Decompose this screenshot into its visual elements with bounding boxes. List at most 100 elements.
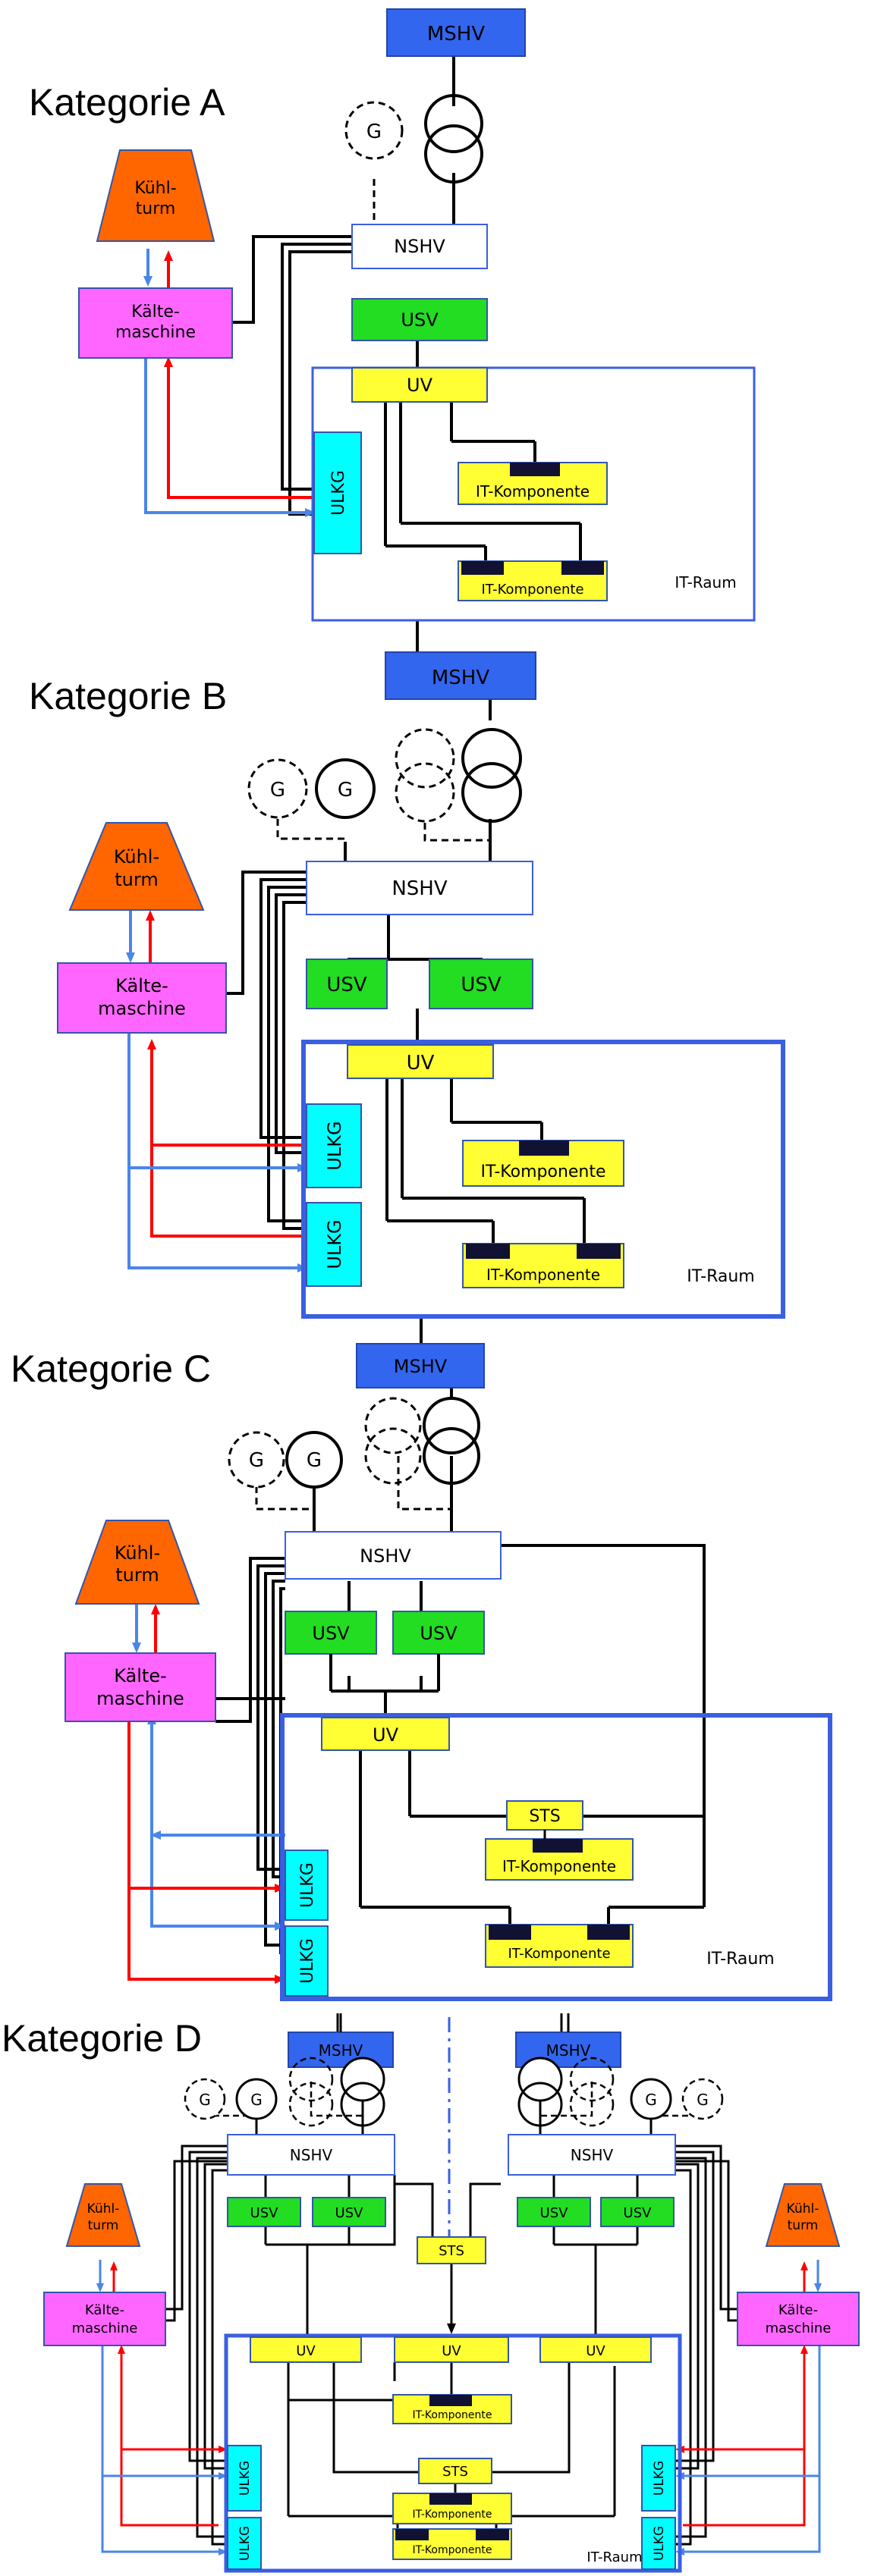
c-generator-icon	[285, 1431, 343, 1489]
d-uv-label-left: UV	[296, 2343, 316, 2359]
d-it-komponente-3-block-2	[476, 2529, 509, 2540]
a-nshv-box	[351, 224, 488, 269]
a-transformer-icon	[424, 94, 483, 153]
a-it-komponente-1-label: IT-Komponente	[476, 482, 590, 500]
b-uv-box	[347, 1044, 494, 1079]
a-it-raum	[311, 366, 756, 622]
a-ulkg-label: ULKG	[329, 470, 348, 516]
b-generator-icon	[315, 758, 376, 819]
d-uv-box-center	[394, 2336, 509, 2363]
c-ulkg-1	[285, 1850, 329, 1921]
d-generator-redundant-icon-left	[184, 2078, 226, 2120]
d-transformer-redundant-icon-right	[569, 2057, 615, 2102]
b-generator-redundant-label: G	[270, 779, 285, 802]
b-dashed-links	[276, 819, 490, 842]
a-it-komponente-2-block-2	[561, 561, 604, 575]
c-it-komponente-2-block-1	[489, 1925, 531, 1940]
b-ulkg-1	[306, 1103, 362, 1188]
a-kaeltemaschine-label-1: Kälte-	[131, 303, 180, 322]
c-it-komponente-2-block-2	[587, 1925, 630, 1940]
kategorie-c-title: Kategorie C	[11, 1348, 211, 1390]
c-kuehlturm-label-1: Kühl-	[115, 1542, 160, 1564]
b-it-komponente-1-label: IT-Komponente	[480, 1162, 605, 1181]
b-ulkg-2-label: ULKG	[324, 1219, 345, 1269]
d-sts-box-middle	[418, 2458, 492, 2484]
d-kaeltemaschine-right-label-1: Kälte-	[778, 2302, 818, 2318]
kategorie-d-section: Kategorie D	[2, 2013, 860, 2573]
c-it-raum-label: IT-Raum	[706, 1950, 775, 1969]
b-cooling-lines	[126, 910, 308, 1272]
c-nshv-label: NSHV	[360, 1545, 411, 1567]
c-cooling-lines	[127, 1604, 285, 1984]
a-it-komponente-2-label: IT-Komponente	[481, 582, 583, 598]
d-usv-label-left-1: USV	[250, 2205, 279, 2221]
d-ulkg-right-1	[641, 2445, 676, 2512]
b-ulkg-1-label: ULKG	[324, 1121, 345, 1170]
c-ulkg-2-label: ULKG	[298, 1938, 317, 1984]
d-kaeltemaschine-right-label-2: maschine	[766, 2320, 832, 2336]
c-transformer-redundant-icon	[364, 1397, 422, 1454]
c-generator-redundant-icon	[228, 1431, 285, 1489]
b-usv-box-2	[429, 959, 533, 1009]
d-cooling-lines-left	[96, 2260, 228, 2556]
b-it-raum	[301, 1040, 785, 1319]
a-kaeltemaschine	[78, 287, 233, 359]
c-nshv-box	[285, 1531, 502, 1580]
b-kuehlturm	[68, 822, 205, 911]
a-it-komponente-2-block-1	[461, 561, 504, 575]
d-it-komponente-2-block	[429, 2493, 472, 2505]
b-transformer-redundant-icon-lower	[395, 762, 455, 823]
d-usv-label-right-2: USV	[624, 2205, 653, 2221]
c-it-raum	[280, 1713, 832, 2001]
c-uv-label: UV	[373, 1724, 399, 1746]
d-it-komponente-3-label: IT-Komponente	[412, 2544, 492, 2556]
d-nshv-box-left	[227, 2134, 395, 2176]
d-transformer-icon-right	[517, 2057, 563, 2102]
d-power-lines-left	[165, 2013, 399, 2546]
b-transformer-redundant-icon	[395, 728, 455, 789]
b-it-komponente-2-block-2	[577, 1244, 621, 1259]
c-it-komponente-1-block	[533, 1839, 583, 1853]
a-kaeltemaschine-label-2: maschine	[115, 323, 196, 342]
d-transformer-icon-left-lower	[340, 2082, 385, 2127]
d-usv-box-left-2	[312, 2197, 386, 2227]
d-dashed-links	[203, 2082, 698, 2117]
c-usv-box-2	[392, 1611, 485, 1655]
c-usv-box-1	[285, 1611, 377, 1655]
b-kaeltemaschine-label-1: Kälte-	[115, 975, 168, 996]
d-kuehlturm-left	[65, 2183, 141, 2247]
c-it-komponente-2-label: IT-Komponente	[508, 1946, 610, 1962]
kategorie-c-section: Kategorie C	[11, 1343, 832, 2001]
a-kuehlturm-label-1: Kühl-	[134, 179, 176, 198]
d-ulkg-left-2	[227, 2517, 262, 2570]
d-kaeltemaschine-right	[737, 2292, 860, 2346]
d-usv-label-left-2: USV	[335, 2205, 364, 2221]
d-uv-label-right: UV	[586, 2343, 605, 2359]
a-kuehlturm	[96, 149, 215, 242]
a-nshv-label: NSHV	[394, 236, 445, 257]
c-mshv-label: MSHV	[394, 1356, 448, 1377]
d-it-komponente-2-label: IT-Komponente	[412, 2509, 492, 2521]
d-sts-box-top	[417, 2236, 486, 2264]
c-kuehlturm-label-2: turm	[115, 1564, 159, 1586]
d-usv-label-right-1: USV	[540, 2205, 569, 2221]
d-ulkg-left-2-label: ULKG	[237, 2526, 253, 2561]
c-ulkg-1-label: ULKG	[298, 1862, 317, 1908]
a-usv-label: USV	[401, 309, 439, 331]
d-usv-box-left-1	[227, 2197, 301, 2227]
d-transformer-icon-right-lower	[517, 2082, 563, 2127]
a-it-raum-label: IT-Raum	[675, 573, 736, 591]
d-generator-label-left: G	[250, 2091, 263, 2109]
d-transformer-icon-left	[340, 2057, 385, 2102]
d-it-komponente-1-label: IT-Komponente	[412, 2409, 492, 2421]
c-generator-redundant-label: G	[249, 1449, 264, 1472]
a-uv-label: UV	[407, 375, 433, 396]
b-generator-redundant-icon	[247, 758, 308, 819]
c-transformer-redundant-icon-lower	[364, 1427, 422, 1485]
b-kuehlturm-label-2: turm	[115, 869, 158, 890]
a-kuehlturm-label-2: turm	[136, 199, 176, 218]
c-kuehlturm	[74, 1520, 200, 1605]
c-kaeltemaschine-label-1: Kälte-	[114, 1665, 167, 1686]
d-kuehlturm-right-label-2: turm	[788, 2218, 819, 2233]
b-generator-label: G	[338, 779, 353, 802]
